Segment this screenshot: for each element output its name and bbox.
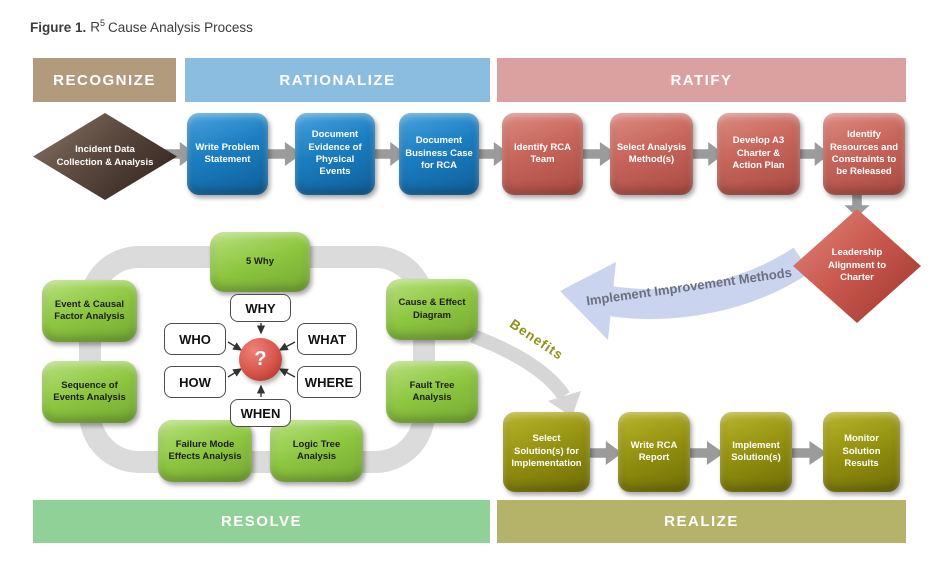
step-write-rca-report: Write RCA Report	[618, 412, 690, 492]
question-box-how: HOW	[164, 366, 226, 398]
phase-band-rationalize: RATIONALIZE	[185, 58, 490, 102]
figure-title-sup: 5	[100, 18, 106, 28]
question-box-why: WHY	[230, 294, 291, 322]
step-monitor-solution-results: Monitor Solution Results	[823, 412, 900, 492]
tool-event-causal-factor-analysis: Event & Causal Factor Analysis	[42, 280, 137, 342]
decision-diamond-leadership-alignment: Leadership Alignment to Charter	[793, 209, 921, 323]
step-implement-solutions: Implement Solution(s)	[720, 412, 792, 492]
figure-label: Figure 1.	[30, 19, 87, 35]
step-develop-a3-charter: Develop A3 Charter & Action Plan	[717, 113, 800, 195]
start-diamond-incident-data: Incident Data Collection & Analysis	[33, 113, 177, 200]
question-box-where: WHERE	[297, 366, 361, 398]
right-arrow-icon	[586, 441, 622, 465]
phase-band-recognize: RECOGNIZE	[33, 58, 176, 102]
tool-failure-mode-effects-analysis: Failure Mode Effects Analysis	[158, 420, 252, 482]
tool-sequence-of-events-analysis: Sequence of Events Analysis	[42, 361, 137, 423]
step-select-solutions: Select Solution(s) for Implementation	[503, 412, 590, 492]
right-arrow-icon	[686, 441, 724, 465]
question-box-who: WHO	[164, 323, 226, 355]
tool-5-why: 5 Why	[210, 232, 310, 292]
step-identify-resources-constraints: Identify Resources and Constraints to be…	[823, 113, 905, 195]
tool-cause-effect-diagram: Cause & Effect Diagram	[386, 279, 478, 340]
tool-logic-tree-analysis: Logic Tree Analysis	[270, 420, 363, 482]
step-identify-rca-team: Identify RCA Team	[502, 113, 583, 195]
implement-methods-annotation: Implement Improvement Methods	[585, 264, 793, 309]
step-document-business-case: Document Business Case for RCA	[399, 113, 479, 195]
curved-benefits-arrow-icon	[470, 329, 581, 417]
tool-fault-tree-analysis: Fault Tree Analysis	[386, 361, 478, 423]
decision-diamond-label: Leadership Alignment to Charter	[827, 247, 887, 284]
phase-band-realize: REALIZE	[497, 500, 906, 543]
right-arrow-icon	[788, 441, 827, 465]
step-document-evidence: Document Evidence of Physical Events	[295, 113, 375, 195]
figure-title-rest: Cause Analysis Process	[108, 19, 253, 35]
question-box-when: WHEN	[230, 399, 291, 427]
benefits-annotation: Benefits	[507, 316, 567, 363]
figure-title-r: R	[90, 19, 101, 35]
question-box-what: WHAT	[297, 323, 357, 355]
question-mark-center: ?	[239, 338, 282, 381]
phase-band-resolve: RESOLVE	[33, 500, 490, 543]
start-diamond-label: Incident Data Collection & Analysis	[56, 144, 154, 168]
phase-band-ratify: RATIFY	[497, 58, 906, 102]
step-write-problem-statement: Write Problem Statement	[187, 113, 268, 195]
step-select-analysis-method: Select Analysis Method(s)	[610, 113, 693, 195]
